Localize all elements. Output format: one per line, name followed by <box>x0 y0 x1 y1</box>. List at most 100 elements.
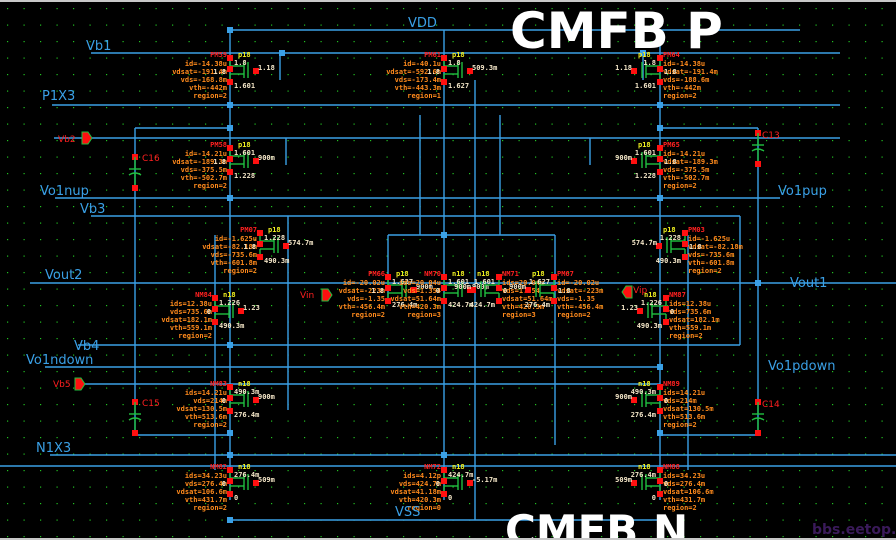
op-param: region=2 <box>663 182 697 190</box>
op-param: vth=420.3m <box>399 496 441 504</box>
node-voltage: 0 <box>448 494 452 502</box>
gate-pin <box>253 480 259 486</box>
transistor-nm71: NM71n18ids=20.04uvds=1.354vdsat=51.64mvt… <box>454 270 552 319</box>
node-voltage: 424.7m <box>448 301 473 309</box>
junction-dot <box>227 517 233 523</box>
op-param: ids=20.04u <box>399 279 441 287</box>
net-label-n1x3: N1X3 <box>36 441 71 456</box>
node-voltage: 1.601 <box>448 278 469 286</box>
model-name: n18 <box>638 463 651 471</box>
op-param: region=3 <box>502 311 536 319</box>
bulk-pin <box>227 395 233 401</box>
node-voltage: 0 <box>436 480 440 488</box>
pin-vin-icon <box>321 288 333 302</box>
capacitor-c14-terminal <box>755 430 761 436</box>
gate-pin <box>467 68 473 74</box>
node-voltage: 0 <box>436 287 440 295</box>
op-param: vth=-456.4m <box>339 303 385 311</box>
transistor-nm89: NM89n18ids=14.21uvds=214mvdsat=130.5mvth… <box>615 380 713 429</box>
instance-name: NM82 <box>210 463 227 471</box>
node-voltage: 1.601 <box>234 149 255 157</box>
instance-name: NM89 <box>663 380 680 388</box>
model-name: p18 <box>268 226 281 234</box>
node-voltage: 1.8 <box>371 287 384 295</box>
node-voltage: 0 <box>207 308 211 316</box>
node-voltage: 1.8 <box>427 68 440 76</box>
drain-pin <box>257 230 263 236</box>
source-pin <box>441 79 447 85</box>
model-name: n18 <box>452 463 465 471</box>
node-voltage: 1.228 <box>660 234 681 242</box>
capacitor-c15-terminal <box>132 430 138 436</box>
source-pin <box>441 491 447 497</box>
node-voltage: 900m <box>615 154 632 162</box>
op-param: vth=559.1m <box>669 324 711 332</box>
node-voltage: 0 <box>652 494 656 502</box>
source-pin <box>257 254 263 260</box>
model-name: n18 <box>238 380 251 388</box>
instance-name: PM07 <box>240 226 257 234</box>
junction-dot <box>755 280 761 286</box>
op-param: vds=1.354 <box>502 287 540 295</box>
op-param: vds=-173.4m <box>395 76 441 84</box>
junction-dot <box>657 430 663 436</box>
net-label-vdd: VDD <box>408 16 437 31</box>
node-voltage: 276.4m <box>392 301 417 309</box>
node-voltage: 900m <box>416 283 433 291</box>
gate-pin <box>470 287 476 293</box>
node-voltage: 1.601 <box>234 82 255 90</box>
capacitor-c16-terminal <box>132 185 138 191</box>
node-voltage: 1.601 <box>635 149 656 157</box>
source-pin <box>551 298 557 304</box>
instance-name: PM67 <box>557 270 574 278</box>
drain-pin <box>227 384 233 390</box>
op-param: vth=431.7m <box>185 496 227 504</box>
cap-label-c16: C16 <box>142 154 160 164</box>
node-voltage: 0 <box>234 494 238 502</box>
node-voltage: 0 <box>670 308 674 316</box>
op-param: vds=735.6m <box>170 308 212 316</box>
junction-dot <box>227 125 233 131</box>
op-param: vds=276.4m <box>663 480 705 488</box>
op-param: vds=424.7m <box>399 480 441 488</box>
node-voltage: 1.627 <box>392 278 413 286</box>
bulk-pin <box>657 66 663 72</box>
node-voltage: 276.4m <box>631 471 656 479</box>
net-label-vout2: Vout2 <box>45 268 82 283</box>
junction-dot <box>640 50 646 56</box>
op-param: vth=-456.4m <box>557 303 603 311</box>
node-voltage: 0 <box>664 397 668 405</box>
op-param: id=-20.02u <box>557 279 599 287</box>
op-param: vdsat=-223m <box>557 287 603 295</box>
net-label-vss: VSS <box>395 505 420 520</box>
instance-name: NM83 <box>210 380 227 388</box>
instance-name: NM87 <box>669 291 686 299</box>
gate-pin <box>631 158 637 164</box>
op-param: id=-14.38u <box>663 60 705 68</box>
drain-pin <box>441 55 447 61</box>
op-param: id=-14.21u <box>185 150 227 158</box>
node-voltage: 509m <box>615 476 632 484</box>
model-name: n18 <box>238 463 251 471</box>
window-top-border <box>0 0 896 2</box>
gate-pin <box>253 68 259 74</box>
op-param: vdsat=-592.6m <box>386 68 441 76</box>
op-param: vds=-188.6m <box>663 76 709 84</box>
gate-pin <box>238 308 244 314</box>
watermark: bbs.eetop.cn <box>812 522 896 538</box>
op-param: vdsat=-191.4m <box>172 68 227 76</box>
window-bottom-border <box>0 538 896 540</box>
op-param: vds=735.6m <box>669 308 711 316</box>
node-voltage: 276.4m <box>234 471 259 479</box>
source-pin <box>227 491 233 497</box>
source-pin <box>496 298 502 304</box>
transistor-pm65: PM65p18id=-14.21uvdsat=-189.3mvds=-375.5… <box>615 141 718 190</box>
junction-dot <box>441 452 447 458</box>
op-param: vds=1.354 <box>403 287 441 295</box>
cap-label-c15: C15 <box>142 399 160 409</box>
instance-name: NM84 <box>195 291 212 299</box>
drain-pin <box>551 274 557 280</box>
op-param: region=0 <box>407 504 441 512</box>
